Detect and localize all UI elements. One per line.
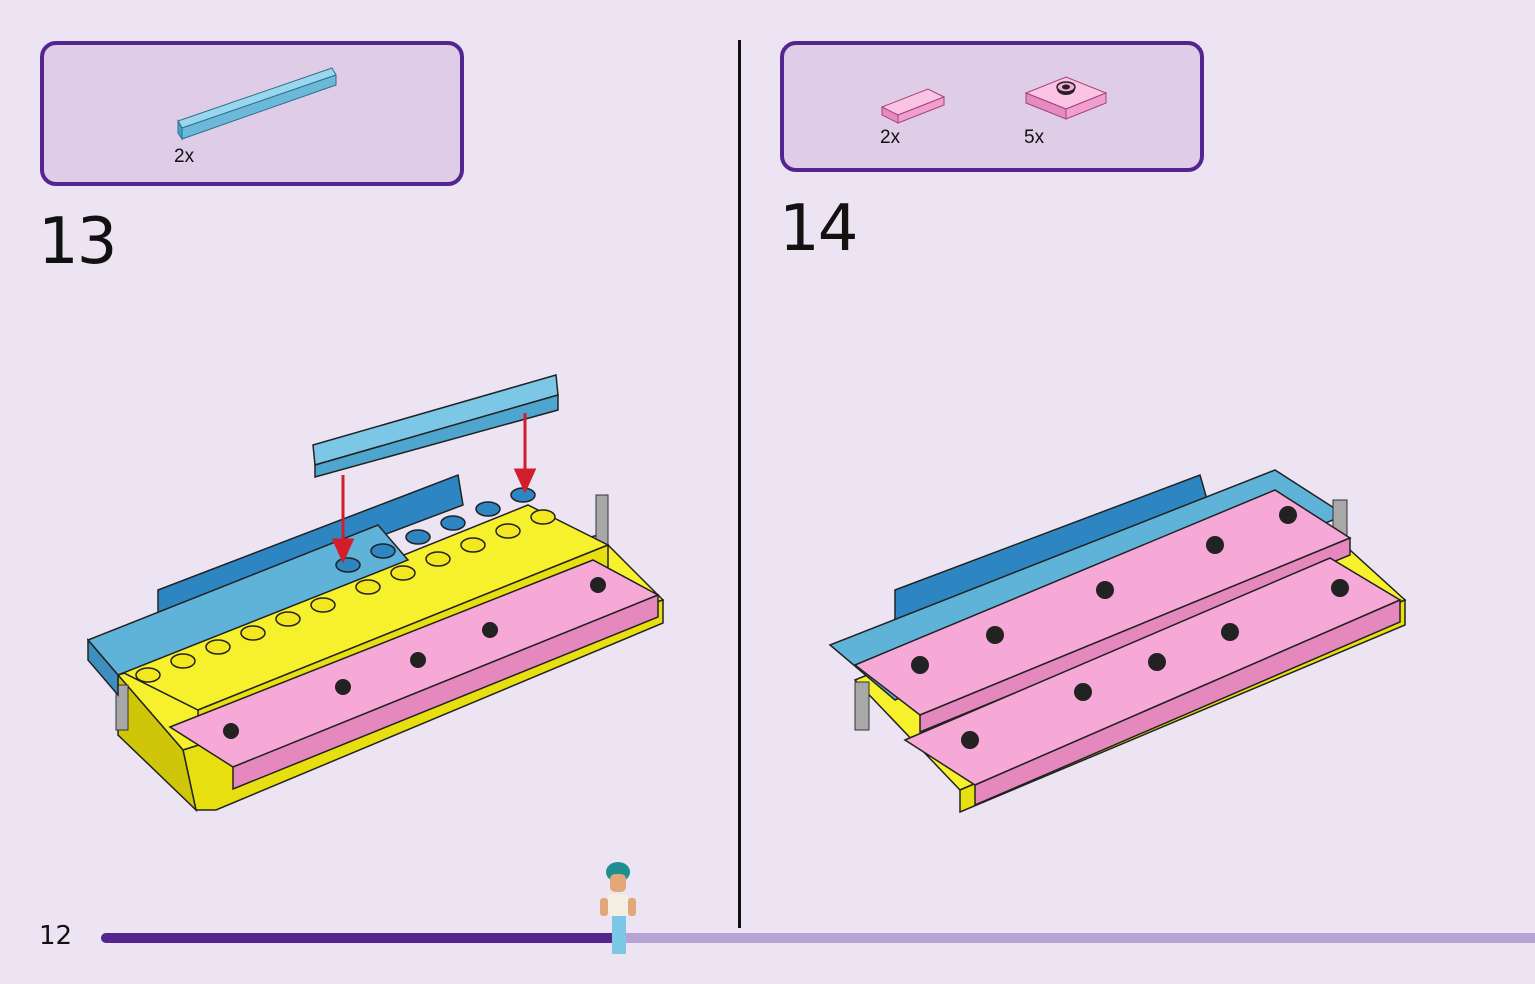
jumper-studs [911,506,1349,749]
pink-jumper-plate-icon [1024,76,1108,120]
step-14-build-illustration [828,469,1407,814]
progress-bar [101,933,1535,943]
light-blue-tile-icon [177,67,337,141]
part-quantity: 2x [880,127,901,148]
part-quantity: 5x [1024,127,1045,148]
step-13-build-illustration [86,374,665,813]
studs [223,577,606,739]
pink-tile-icon [880,88,946,124]
grey-bar [595,494,609,546]
page-number: 12 [39,921,73,951]
grey-bar [115,684,129,731]
minifigure-icon [600,862,636,954]
progress-bar-fill [101,933,618,943]
step-number: 14 [779,192,858,266]
page-divider [738,40,741,928]
grey-bar [854,681,870,731]
parts-callout-step-14: 2x 5x [780,41,1204,172]
part-quantity: 2x [174,146,195,167]
parts-callout-step-13: 2x [40,41,464,186]
assembly-arrow [331,413,537,564]
step-number: 13 [38,205,117,279]
